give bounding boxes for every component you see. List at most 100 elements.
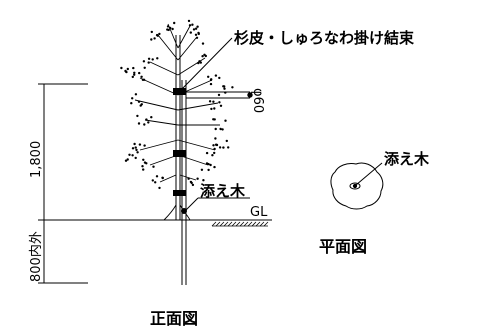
foliage-dot bbox=[222, 146, 225, 149]
foliage-dot bbox=[161, 176, 164, 180]
foliage-dot bbox=[217, 93, 221, 97]
foliage-dot bbox=[227, 146, 230, 149]
dim-height-label: 1,800 bbox=[29, 141, 44, 178]
foliage-dot bbox=[131, 97, 134, 100]
tie-note-label: 杉皮・しゅろなわ掛け結束 bbox=[234, 29, 415, 47]
foliage-dot bbox=[214, 137, 217, 140]
tree-branches bbox=[134, 23, 220, 183]
foliage-dot bbox=[207, 168, 210, 172]
foliage-dot bbox=[196, 177, 199, 180]
support-stake bbox=[181, 80, 187, 285]
foliage-dot bbox=[156, 57, 159, 60]
foliage-dot bbox=[195, 36, 199, 39]
foliage-dot bbox=[231, 86, 234, 89]
foliage-dot bbox=[213, 151, 216, 155]
binding-2 bbox=[173, 150, 186, 157]
gl-label: GL bbox=[250, 205, 268, 220]
foliage-dot bbox=[125, 70, 128, 74]
foliage-dot bbox=[141, 78, 145, 82]
foliage-dot bbox=[218, 146, 222, 149]
foliage-dot bbox=[213, 147, 216, 151]
foliage-dot bbox=[151, 179, 154, 182]
foliage-dot bbox=[196, 25, 199, 28]
tree-foliage bbox=[120, 19, 234, 190]
foliage-dot bbox=[140, 103, 143, 106]
trunk-lines bbox=[175, 35, 181, 220]
foliage-dot bbox=[133, 73, 136, 76]
foliage-dot bbox=[166, 25, 170, 28]
plan-support-dot bbox=[352, 183, 358, 189]
foliage-dot bbox=[200, 168, 204, 171]
foliage-dot bbox=[213, 107, 216, 110]
foliage-dot bbox=[210, 107, 213, 111]
binding-1 bbox=[173, 88, 186, 95]
foliage-dot bbox=[201, 42, 205, 45]
ground-hatch bbox=[211, 221, 269, 227]
foliage-dot bbox=[133, 142, 136, 146]
foliage-dot bbox=[212, 118, 215, 121]
foliage-dot bbox=[214, 143, 218, 146]
foliage-dot bbox=[145, 118, 148, 121]
trunk-bindings bbox=[173, 88, 186, 196]
foliage-dot bbox=[203, 53, 206, 56]
foliage-dot bbox=[133, 71, 136, 75]
support-plan-label: 添え木 bbox=[384, 150, 430, 168]
foliage-dot bbox=[197, 61, 200, 65]
foliage-dot bbox=[131, 147, 135, 150]
foliage-dot bbox=[194, 27, 198, 30]
foliage-dot bbox=[131, 75, 134, 79]
foliage-dot bbox=[207, 75, 210, 79]
foliage-dot bbox=[132, 66, 135, 70]
foliage-dot bbox=[154, 181, 157, 184]
root-flare bbox=[163, 204, 191, 221]
foliage-dot bbox=[124, 159, 128, 162]
support-front-leader bbox=[181, 197, 250, 214]
foliage-dot bbox=[213, 165, 216, 169]
foliage-dot bbox=[199, 61, 202, 64]
foliage-dot bbox=[143, 123, 146, 126]
foliage-dot bbox=[188, 24, 192, 27]
foliage-dot bbox=[158, 32, 161, 36]
foliage-dot bbox=[218, 76, 221, 80]
foliage-dot bbox=[158, 186, 161, 190]
foliage-dot bbox=[126, 158, 129, 161]
foliage-dot bbox=[225, 139, 228, 143]
foliage-dot bbox=[212, 100, 215, 103]
dim-depth-label: 800内外 bbox=[28, 231, 44, 282]
plan-canopy-outline bbox=[330, 162, 384, 210]
foliage-dot bbox=[223, 87, 226, 90]
foliage-dot bbox=[143, 66, 146, 70]
foliage-dot bbox=[191, 183, 195, 187]
foliage-dot bbox=[152, 165, 155, 168]
diameter-callout bbox=[186, 91, 253, 99]
foliage-dot bbox=[197, 32, 200, 36]
foliage-dot bbox=[147, 121, 150, 124]
foliage-dot bbox=[155, 33, 159, 37]
foliage-dot bbox=[140, 75, 143, 79]
foliage-dot bbox=[173, 21, 176, 25]
plan-trunk bbox=[349, 182, 361, 190]
foliage-dot bbox=[150, 116, 153, 119]
foliage-dot bbox=[134, 93, 138, 96]
foliage-dot bbox=[147, 61, 150, 64]
foliage-dot bbox=[150, 38, 153, 41]
tree-trunk bbox=[175, 35, 187, 285]
foliage-dot bbox=[191, 23, 194, 26]
foliage-dot bbox=[143, 161, 147, 164]
foliage-dot bbox=[151, 58, 154, 61]
diameter-label: φ60 bbox=[250, 88, 265, 113]
foliage-dot bbox=[143, 144, 146, 147]
tie-note-leader bbox=[179, 37, 233, 92]
foliage-dot bbox=[192, 28, 196, 31]
dimension-lines bbox=[38, 83, 176, 284]
foliage-dot bbox=[147, 57, 151, 60]
foliage-dot bbox=[171, 27, 174, 31]
foliage-dot bbox=[205, 151, 209, 155]
foliage-dot bbox=[207, 162, 210, 166]
foliage-dot bbox=[167, 28, 170, 32]
foliage-dot bbox=[221, 128, 224, 131]
foliage-dot bbox=[136, 151, 139, 154]
foliage-dot bbox=[210, 78, 213, 81]
foliage-dot bbox=[189, 31, 192, 34]
